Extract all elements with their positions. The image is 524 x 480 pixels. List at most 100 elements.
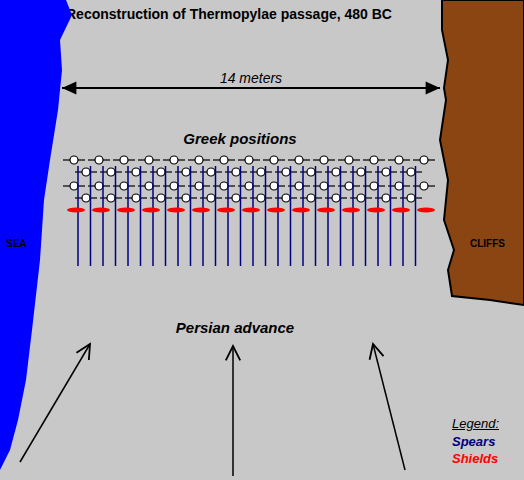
shield	[67, 208, 85, 213]
shield	[367, 208, 385, 213]
legend-entry: Shields	[452, 451, 498, 466]
spear	[227, 166, 229, 266]
soldier-head	[395, 182, 403, 190]
soldier-head	[120, 156, 128, 164]
annotation-label: Greek positions	[183, 130, 296, 147]
soldier-head	[170, 156, 178, 164]
soldier-head	[295, 156, 303, 164]
spear	[302, 166, 304, 266]
soldier-head	[382, 194, 390, 202]
shield	[192, 208, 210, 213]
shield	[117, 208, 135, 213]
spear	[265, 166, 267, 266]
soldier-head	[320, 182, 328, 190]
shield	[417, 208, 435, 213]
spear	[290, 166, 292, 266]
soldier-head	[82, 194, 90, 202]
shield	[167, 208, 185, 213]
spear	[127, 166, 129, 266]
annotation-label: Persian advance	[176, 319, 294, 336]
spear	[252, 166, 254, 266]
spear	[215, 166, 217, 266]
soldier-head	[145, 182, 153, 190]
soldier-head	[270, 182, 278, 190]
soldier-head	[245, 182, 253, 190]
legend-entry: Spears	[452, 434, 495, 449]
region-outline	[440, 0, 524, 305]
soldier-head	[82, 168, 90, 176]
soldier-head	[382, 168, 390, 176]
soldier-head	[145, 156, 153, 164]
soldier-head	[220, 182, 228, 190]
advance-arrow	[20, 344, 90, 462]
spear	[202, 166, 204, 266]
soldier-head	[120, 182, 128, 190]
spear	[90, 166, 92, 266]
spear	[277, 166, 279, 266]
spear	[240, 166, 242, 266]
soldier-head	[232, 168, 240, 176]
spear	[402, 166, 404, 266]
spear	[352, 166, 354, 266]
soldier-head	[182, 168, 190, 176]
spear	[115, 166, 117, 266]
soldier-head	[395, 156, 403, 164]
spear	[340, 166, 342, 266]
spear	[190, 166, 192, 266]
soldier-head	[207, 168, 215, 176]
soldier-head	[232, 194, 240, 202]
spear	[327, 166, 329, 266]
soldier-head	[195, 182, 203, 190]
soldier-head	[370, 182, 378, 190]
spear	[140, 166, 142, 266]
soldier-head	[220, 156, 228, 164]
shield	[317, 208, 335, 213]
soldier-head	[332, 194, 340, 202]
region-outline	[0, 0, 72, 470]
shield	[242, 208, 260, 213]
soldier-head	[370, 156, 378, 164]
diagram-title: Reconstruction of Thermopylae passage, 4…	[66, 6, 392, 22]
spear	[315, 166, 317, 266]
advance-arrow	[373, 344, 405, 470]
soldier-head	[307, 194, 315, 202]
region-label: CLIFFS	[470, 238, 505, 249]
legend-heading: Legend:	[452, 416, 499, 431]
soldier-head	[157, 168, 165, 176]
soldier-head	[107, 194, 115, 202]
shield	[267, 208, 285, 213]
soldier-head	[182, 194, 190, 202]
soldier-head	[170, 182, 178, 190]
shield	[342, 208, 360, 213]
soldier-head	[407, 194, 415, 202]
soldier-head	[307, 168, 315, 176]
soldier-head	[345, 156, 353, 164]
spear	[377, 166, 379, 266]
spear	[77, 166, 79, 266]
region-label: SEA	[6, 238, 27, 249]
soldier-head	[282, 194, 290, 202]
soldier-head	[107, 168, 115, 176]
soldier-head	[95, 182, 103, 190]
soldier-head	[282, 168, 290, 176]
shield	[142, 208, 160, 213]
shield	[392, 208, 410, 213]
persian-advance-arrows	[20, 344, 405, 476]
soldier-head	[132, 194, 140, 202]
soldier-head	[257, 168, 265, 176]
soldier-head	[95, 156, 103, 164]
soldier-head	[357, 168, 365, 176]
soldier-head	[257, 194, 265, 202]
soldier-head	[195, 156, 203, 164]
spear	[415, 166, 417, 266]
soldier-head	[320, 156, 328, 164]
soldier-head	[70, 182, 78, 190]
soldier-head	[270, 156, 278, 164]
spear	[102, 166, 104, 266]
soldier-head	[207, 194, 215, 202]
spear	[365, 166, 367, 266]
soldier-head	[420, 156, 428, 164]
shield	[217, 208, 235, 213]
soldier-head	[357, 194, 365, 202]
soldier-head	[157, 194, 165, 202]
